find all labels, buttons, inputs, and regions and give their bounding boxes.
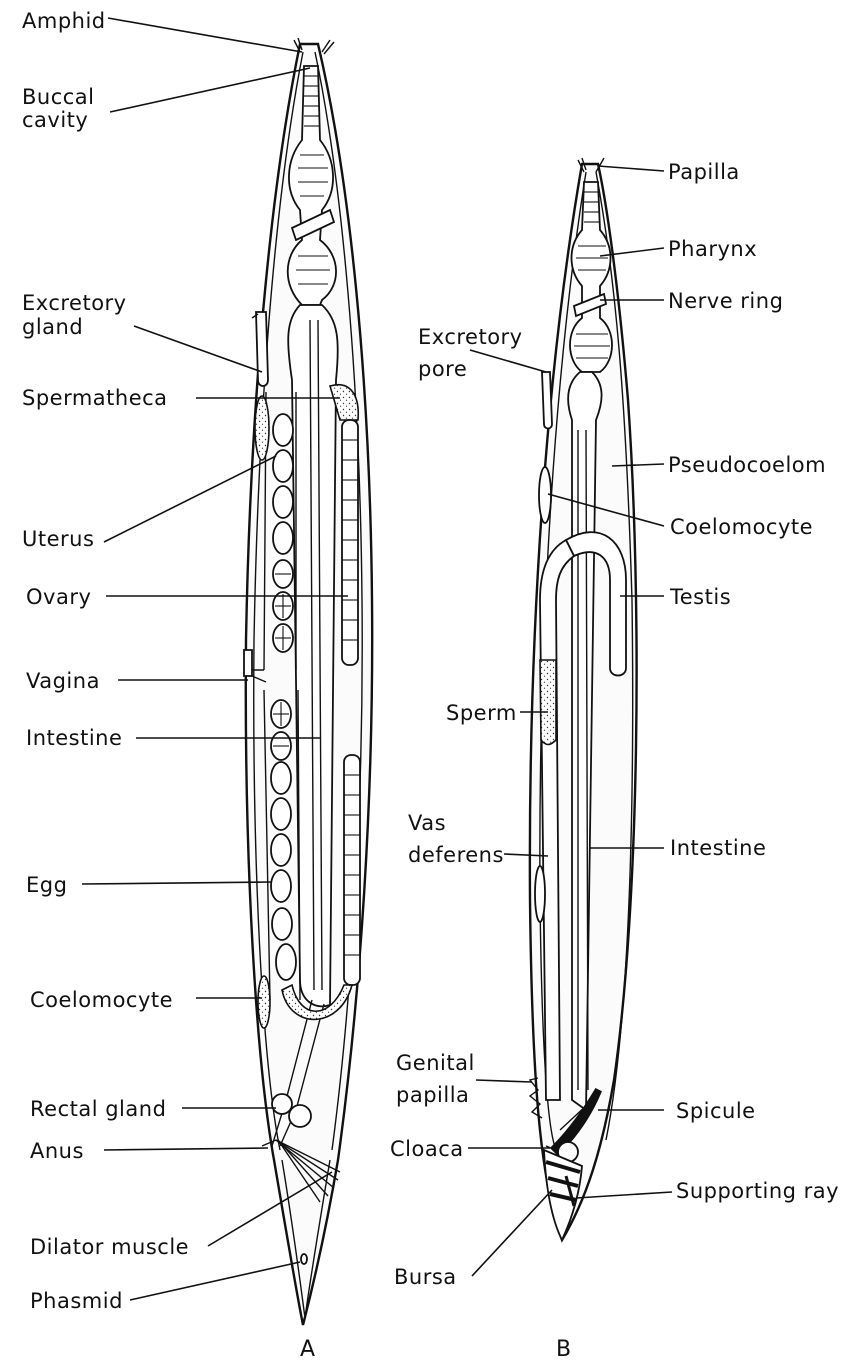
- male-posterior-coelomocyte: [535, 866, 545, 922]
- papilla-leader: [598, 166, 664, 171]
- label-excretory-pore-line2: pore: [418, 357, 467, 381]
- label-genital-papilla-line1: Genital: [396, 1051, 475, 1075]
- label-nerve-ring: Nerve ring: [668, 289, 783, 313]
- posterior-ovary: [344, 755, 360, 985]
- label-vas-deferens-line2: deferens: [408, 843, 504, 867]
- excretory-gland: [256, 312, 268, 386]
- anus-leader: [104, 1148, 268, 1150]
- label-pharynx: Pharynx: [668, 237, 757, 261]
- caption-b: B: [556, 1337, 571, 1362]
- female-nematode-figure: [244, 38, 372, 1325]
- label-buccal-cavity-line1: Buccal: [22, 85, 95, 109]
- phasmid: [301, 1254, 307, 1264]
- label-buccal-cavity-line2: cavity: [22, 108, 88, 132]
- male-nematode-figure: [530, 158, 637, 1240]
- supporting-ray-leader: [576, 1192, 672, 1198]
- label-anus: Anus: [30, 1139, 84, 1163]
- label-testis: Testis: [669, 585, 731, 609]
- label-coelomocyte-a: Coelomocyte: [30, 988, 173, 1012]
- label-pseudocoelom: Pseudocoelom: [668, 453, 826, 477]
- label-dilator-muscle: Dilator muscle: [30, 1235, 189, 1259]
- rectal-gland-right: [289, 1105, 311, 1127]
- label-excretory-gland-line1: Excretory: [22, 291, 127, 315]
- label-ovary: Ovary: [26, 585, 91, 609]
- label-sperm: Sperm: [446, 701, 517, 725]
- label-intestine-b: Intestine: [670, 836, 766, 860]
- anterior-coelomocyte: [255, 396, 269, 460]
- posterior-coelomocyte: [258, 976, 270, 1028]
- label-bursa: Bursa: [394, 1265, 457, 1289]
- label-vagina: Vagina: [26, 669, 100, 693]
- amphid-leader: [108, 18, 302, 52]
- label-papilla: Papilla: [668, 160, 740, 184]
- vagina: [244, 650, 252, 676]
- buccal-cavity-leader: [110, 68, 310, 112]
- label-cloaca: Cloaca: [390, 1137, 464, 1161]
- label-supporting-ray: Supporting ray: [676, 1179, 839, 1203]
- genital-papilla-leader: [476, 1080, 532, 1082]
- egg-leader: [82, 882, 272, 884]
- label-vas-deferens-line1: Vas: [408, 811, 446, 835]
- sperm-mass: [540, 660, 556, 745]
- label-intestine-a: Intestine: [26, 726, 122, 750]
- rectal-gland-left: [272, 1094, 292, 1114]
- caption-a: A: [300, 1337, 315, 1362]
- label-spermatheca: Spermatheca: [22, 386, 168, 410]
- label-amphid: Amphid: [22, 9, 106, 33]
- label-phasmid: Phasmid: [30, 1289, 123, 1313]
- excretory-pore-leader: [470, 350, 546, 372]
- label-uterus: Uterus: [22, 527, 94, 551]
- label-coelomocyte-b: Coelomocyte: [670, 515, 813, 539]
- label-egg: Egg: [26, 873, 67, 897]
- anterior-ovary: [342, 420, 358, 665]
- label-rectal-gland: Rectal gland: [30, 1097, 166, 1121]
- label-spicule: Spicule: [676, 1099, 756, 1123]
- excretory-pore: [542, 372, 552, 429]
- label-excretory-gland-line2: gland: [22, 315, 83, 339]
- label-genital-papilla-line2: papilla: [396, 1083, 469, 1107]
- label-excretory-pore-line1: Excretory: [418, 325, 523, 349]
- phasmid-leader: [130, 1262, 300, 1300]
- bursa-leader: [472, 1190, 552, 1276]
- excretory-gland-leader: [134, 326, 262, 372]
